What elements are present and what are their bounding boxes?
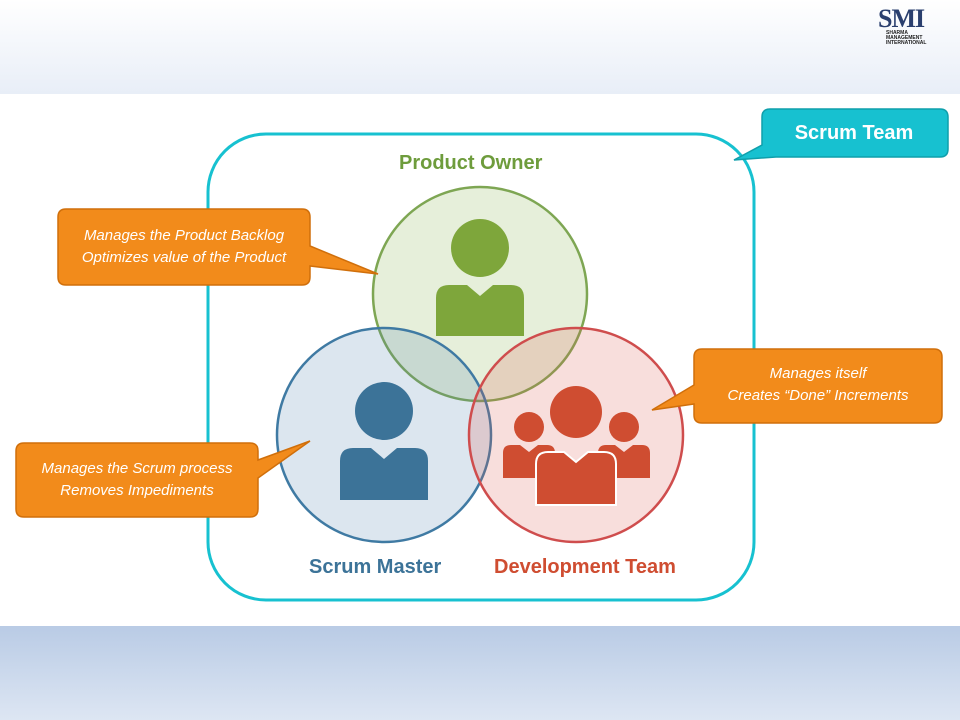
- scrum-master-callout-text: Manages the Scrum process Removes Impedi…: [16, 458, 258, 502]
- development-team-callout-shape: [651, 348, 943, 424]
- development-team-callout-line-1: Manages itself: [769, 365, 867, 382]
- development-team-callout-text: Manages itself Creates “Done” Increments: [694, 363, 942, 407]
- product-owner-callout-text: Manages the Product Backlog Optimizes va…: [58, 225, 310, 269]
- logo-text: SMI: [878, 4, 925, 33]
- product-owner-callout-line-1: Manages the Product Backlog: [83, 227, 285, 244]
- logo-subtitle-line-2: MANAGEMENT: [886, 35, 923, 41]
- footer-band: [0, 626, 960, 720]
- scrum-team-tag: [733, 108, 949, 161]
- smi-logo: SMI SHARMA MANAGEMENT INTERNATIONAL: [872, 4, 948, 46]
- development-team-group-icon: [503, 386, 650, 506]
- scrum-master-callout-shape: [15, 440, 311, 518]
- product-owner-person-icon: [436, 219, 524, 336]
- logo-subtitle-line-3: INTERNATIONAL: [886, 40, 927, 46]
- scrum-master-callout-line-2: Removes Impediments: [60, 482, 214, 499]
- header-band: [0, 0, 960, 94]
- scrum-team-label: Scrum Team: [794, 122, 914, 144]
- scrum-master-label: Scrum Master: [309, 556, 442, 578]
- development-team-callout-line-2: Creates “Done” Increments: [727, 387, 909, 404]
- logo-subtitle-line-1: SHARMA: [886, 30, 908, 36]
- scrum-master-person-icon: [340, 382, 428, 500]
- product-owner-circle: [371, 185, 589, 403]
- scrum-master-callout-line-1: Manages the Scrum process: [41, 460, 233, 477]
- development-team-label: Development Team: [494, 556, 676, 578]
- product-owner-callout-shape: [57, 208, 379, 286]
- product-owner-callout-line-2: Optimizes value of the Product: [81, 249, 287, 266]
- logo-subtitle: SHARMA MANAGEMENT INTERNATIONAL: [886, 31, 926, 46]
- product-owner-label: Product Owner: [399, 152, 543, 174]
